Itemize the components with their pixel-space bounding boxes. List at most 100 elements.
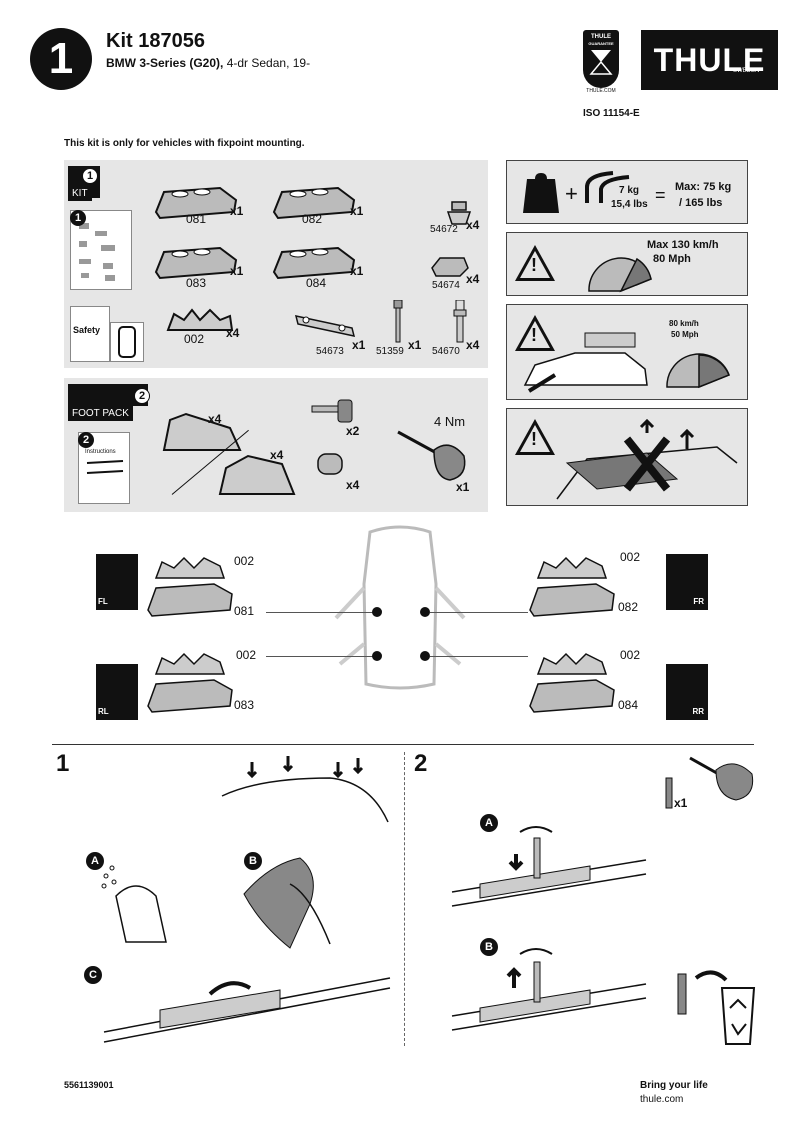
car-top-view-diagram [334, 525, 466, 690]
thule-logo: THULE [641, 30, 778, 90]
vehicle-detail: 4-dr Sedan, 19- [223, 56, 311, 70]
rr-assembly-icon [529, 652, 615, 713]
rl-foot-code: 083 [234, 698, 255, 712]
plate-part-54674-icon [431, 257, 469, 277]
rr-foot-code: 084 [618, 698, 639, 712]
part-code-084: 084 [306, 276, 327, 290]
warning-exclamation: ! [531, 429, 537, 449]
rl-leader-line [266, 656, 376, 657]
fixpoint-rr-marker [420, 651, 430, 661]
max-speed-box: ! Max 130 km/h 80 Mph [506, 232, 748, 296]
lock-qty: x4 [346, 478, 360, 492]
equals-icon: = [655, 185, 666, 205]
brand-tagline: Bring your life [640, 1080, 708, 1091]
car-thumb-fl: FL [96, 554, 138, 610]
roof-fixpoints-diagram [221, 756, 389, 823]
foot-pack-panel: 2 FOOT PACK Instructions 2 x4 x4 x2 x4 4… [64, 378, 488, 512]
no-load-on-roof-box: ! [506, 408, 748, 506]
foot-pack-box-label: FOOT PACK [68, 406, 133, 421]
car-thumb-rl: RL [96, 664, 138, 720]
car-thumb-fr: FR [666, 554, 708, 610]
step-2-number: 2 [414, 750, 428, 777]
part-code-54670: 54670 [432, 346, 460, 357]
step-1-sub-b: B [244, 852, 262, 870]
fr-assembly-icon [529, 556, 615, 617]
part-qty-54670: x4 [466, 338, 480, 352]
part-code-082: 082 [302, 212, 323, 226]
step-1-sub-a: A [86, 852, 104, 870]
step-1-number: 1 [56, 750, 70, 777]
speedometer-icon [588, 257, 652, 293]
screw-part-54670-icon [453, 300, 467, 343]
rl-pad-code: 002 [236, 648, 257, 662]
booklet-pages-icon [79, 223, 115, 281]
load-weight-lbs: 15,4 lbs [611, 199, 648, 210]
kit-contents-panel: 1 KIT 1 Safety 081 x1 082 x1 083 x1 084 … [64, 160, 488, 368]
load-weight: 7 kg [619, 185, 640, 196]
part-code-083: 083 [186, 276, 207, 290]
part-qty-084: x1 [350, 264, 364, 278]
roof-bars-icon [585, 171, 630, 203]
nut-part-54672-icon [446, 201, 472, 225]
load-capacity-box: + 7 kg 15,4 lbs = Max: 75 kg / 165 lbs [506, 160, 748, 224]
warning-exclamation: ! [531, 255, 537, 275]
fr-foot-code: 082 [618, 600, 639, 614]
step-2-sub-a: A [480, 814, 498, 832]
rr-pad-code: 002 [620, 648, 641, 662]
kit-title: Kit 187056 [106, 30, 205, 52]
fixpoint-rl-marker [372, 651, 382, 661]
key-qty: x2 [346, 424, 360, 438]
part-qty-082: x1 [350, 204, 364, 218]
fixpoint-notice: This kit is only for vehicles with fixpo… [64, 138, 305, 149]
fr-pad-code: 002 [620, 550, 641, 564]
car-thumb-rr: RR [666, 664, 708, 720]
loaded-speed-box: ! 80 km/h 50 Mph [506, 304, 748, 400]
foot-part-084-icon [272, 246, 356, 280]
max-speed-mph: 80 Mph [653, 253, 691, 265]
loaded-speed-kmh: 80 km/h [669, 319, 699, 328]
roof-foot-a-icon [162, 412, 242, 451]
corner-label-rr: RR [692, 707, 704, 716]
car-with-load-icon [523, 332, 648, 393]
roof-foot-b-qty: x4 [270, 448, 284, 462]
document-code: 5561139001 [64, 1080, 114, 1090]
rl-assembly-icon [147, 652, 233, 713]
part-code-54672: 54672 [430, 224, 458, 235]
step-column-divider [404, 752, 405, 1046]
kit-box-label: KIT [68, 186, 92, 201]
foot-part-081-icon [154, 186, 238, 220]
kit-box-number: 1 [82, 168, 98, 184]
foot-pack-booklet-text: Instructions [85, 449, 116, 455]
step-1-sub-c: C [84, 966, 102, 984]
brand-website: thule.com [640, 1094, 684, 1105]
part-qty-54672: x4 [466, 218, 480, 232]
pad-part-002-icon [166, 308, 234, 331]
strap-part-54673-icon [294, 315, 356, 337]
part-qty-54674: x4 [466, 272, 480, 286]
thule-logo-sub: SWEDEN [733, 68, 760, 74]
torque-tool-qty: x1 [456, 480, 470, 494]
foot-part-082-icon [272, 186, 356, 220]
part-code-081: 081 [186, 212, 207, 226]
cleaning-spray-icon [101, 865, 167, 943]
roof-foot-b-icon [218, 454, 296, 495]
weight-icon [523, 173, 559, 213]
step-2-tool-qty: x1 [674, 796, 688, 810]
fl-assembly-icon [147, 556, 233, 617]
part-code-54674: 54674 [432, 280, 460, 291]
max-speed-kmh: Max 130 km/h [647, 239, 719, 251]
speedometer-icon [666, 353, 730, 389]
no-roof-load-icon [556, 419, 738, 500]
part-code-51359: 51359 [376, 346, 404, 357]
fl-leader-line [266, 612, 376, 613]
remove-cover-bolt-icon [451, 826, 647, 907]
rr-leader-line [430, 656, 528, 657]
vehicle-model: BMW 3-Series (G20), [106, 56, 224, 70]
wiping-cloth-icon [243, 857, 331, 949]
guarantee-badge-sub: GUARANTEE [588, 41, 614, 46]
fixpoint-fl-marker [372, 607, 382, 617]
loosen-bolt-icon [451, 948, 647, 1031]
corner-label-fr: FR [693, 597, 704, 606]
guarantee-badge-brand: THULE [591, 34, 611, 40]
max-load: Max: 75 kg [675, 181, 732, 193]
